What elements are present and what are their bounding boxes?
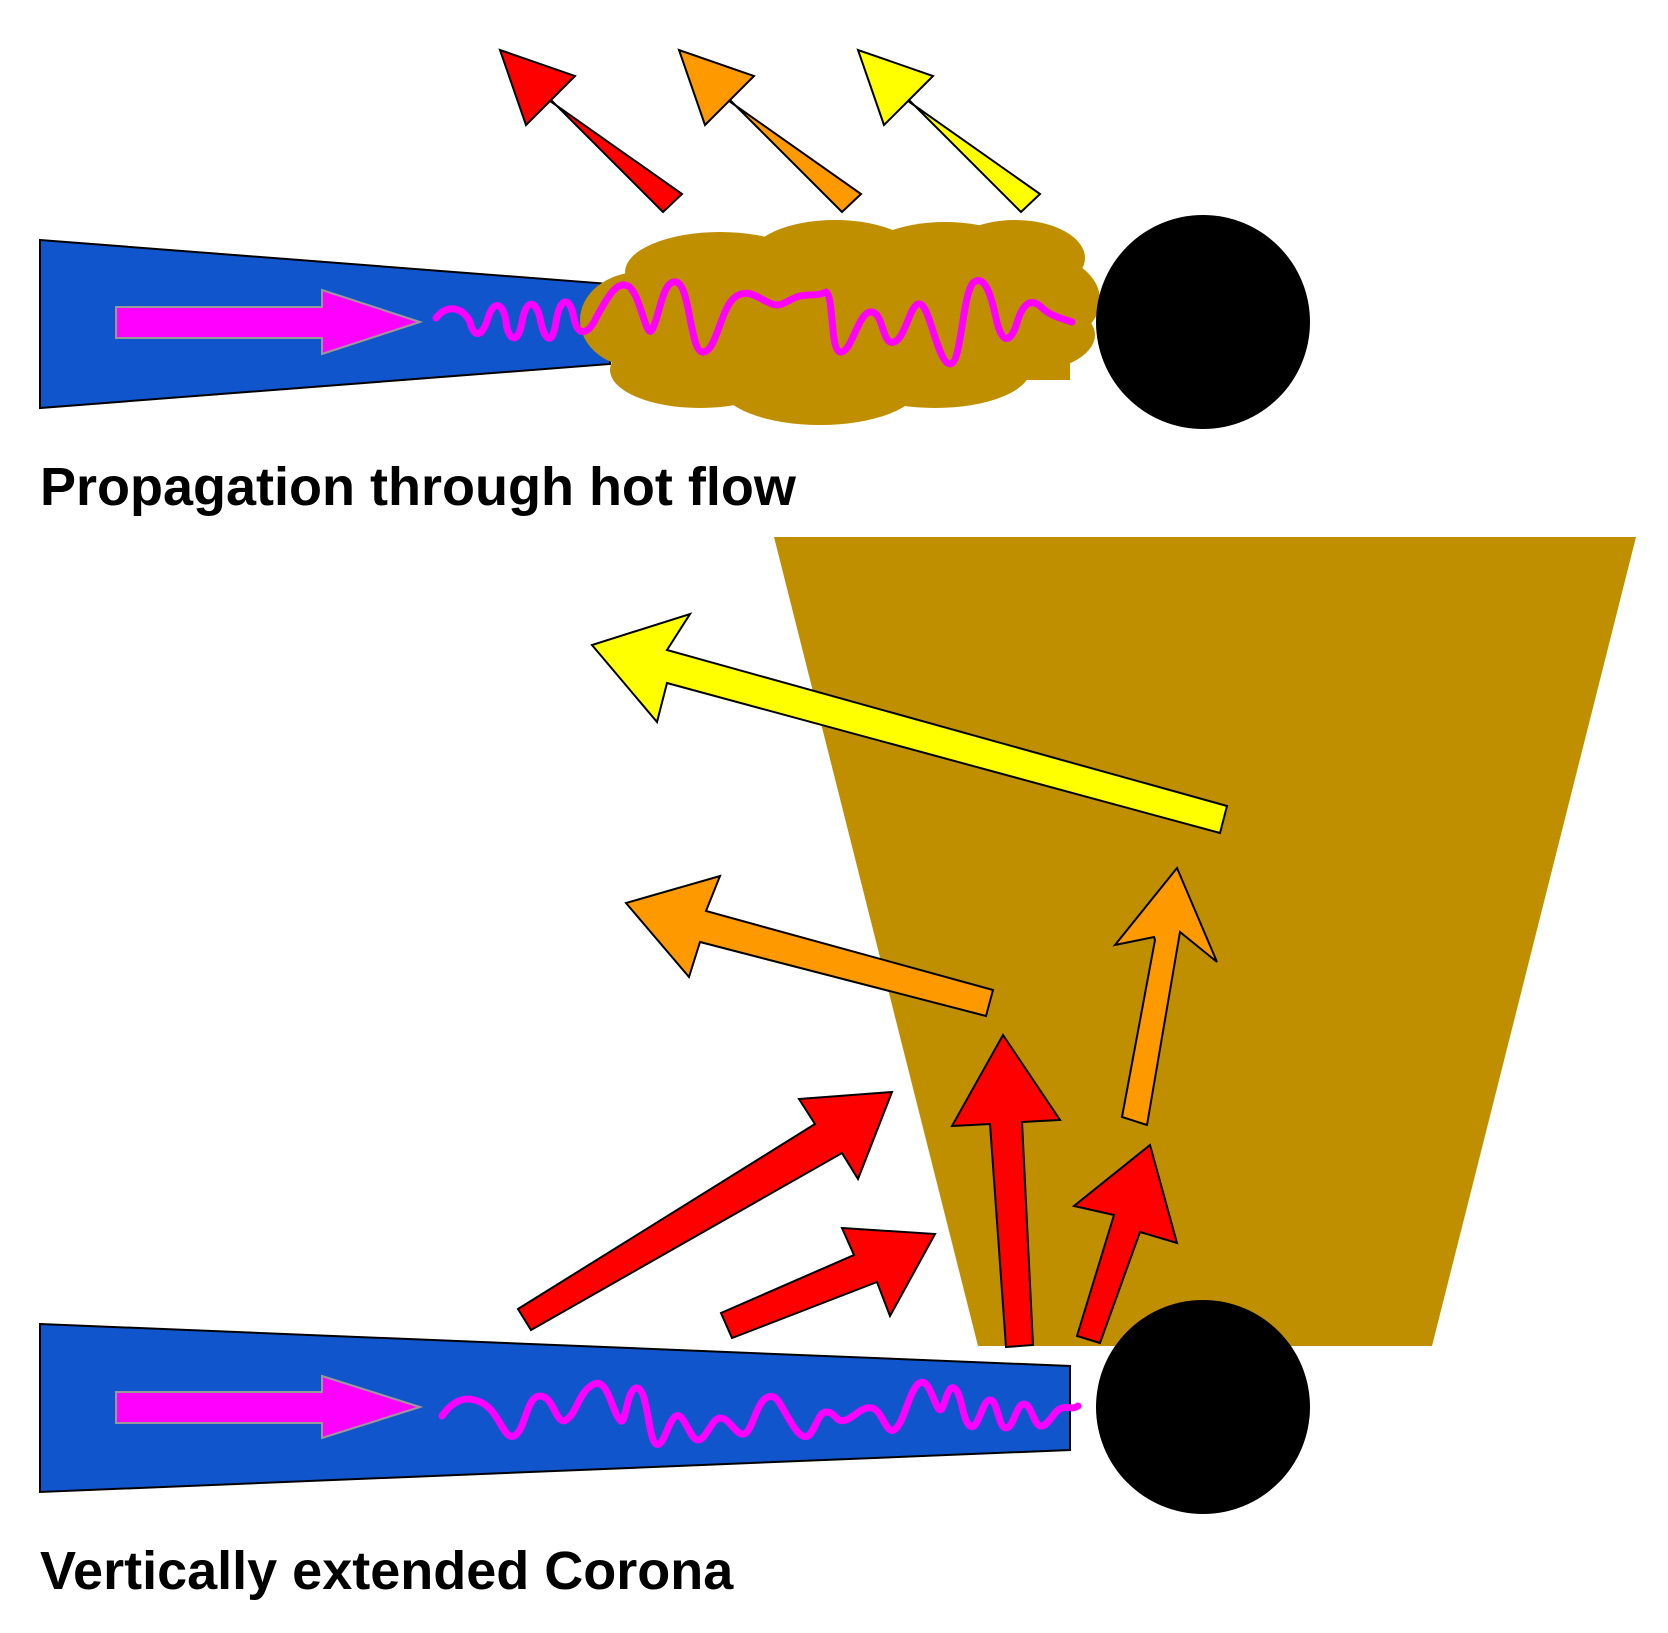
panel-label-bottom: Vertically extended Corona bbox=[40, 1541, 734, 1601]
input-arrow-bottom bbox=[115, 1374, 424, 1440]
escape-arrow-red-top bbox=[498, 48, 684, 214]
propagating-wave-bottom bbox=[438, 1378, 1082, 1448]
bottom-panel: Vertically extended Corona bbox=[39, 537, 1636, 1601]
black-hole-top bbox=[1096, 215, 1310, 429]
corona-arrow-orange-1 bbox=[1112, 866, 1218, 1127]
propagating-wave-top bbox=[432, 277, 1076, 368]
corona-arrow-yellow bbox=[590, 612, 1229, 835]
corona-arrow-red-2 bbox=[719, 1226, 937, 1340]
corona-arrow-red-4 bbox=[1071, 1143, 1179, 1345]
top-panel: Propagation through hot flow bbox=[39, 48, 1310, 517]
black-hole-bottom bbox=[1096, 1300, 1310, 1514]
corona-arrow-red-3 bbox=[950, 1033, 1062, 1349]
corona-arrow-red-1 bbox=[516, 1090, 894, 1332]
panel-label-top: Propagation through hot flow bbox=[40, 457, 797, 517]
corona-arrow-orange-2 bbox=[624, 874, 995, 1018]
escape-arrow-orange-top bbox=[677, 48, 863, 214]
input-arrow-top bbox=[115, 288, 424, 356]
escape-arrow-yellow-top bbox=[856, 48, 1042, 214]
